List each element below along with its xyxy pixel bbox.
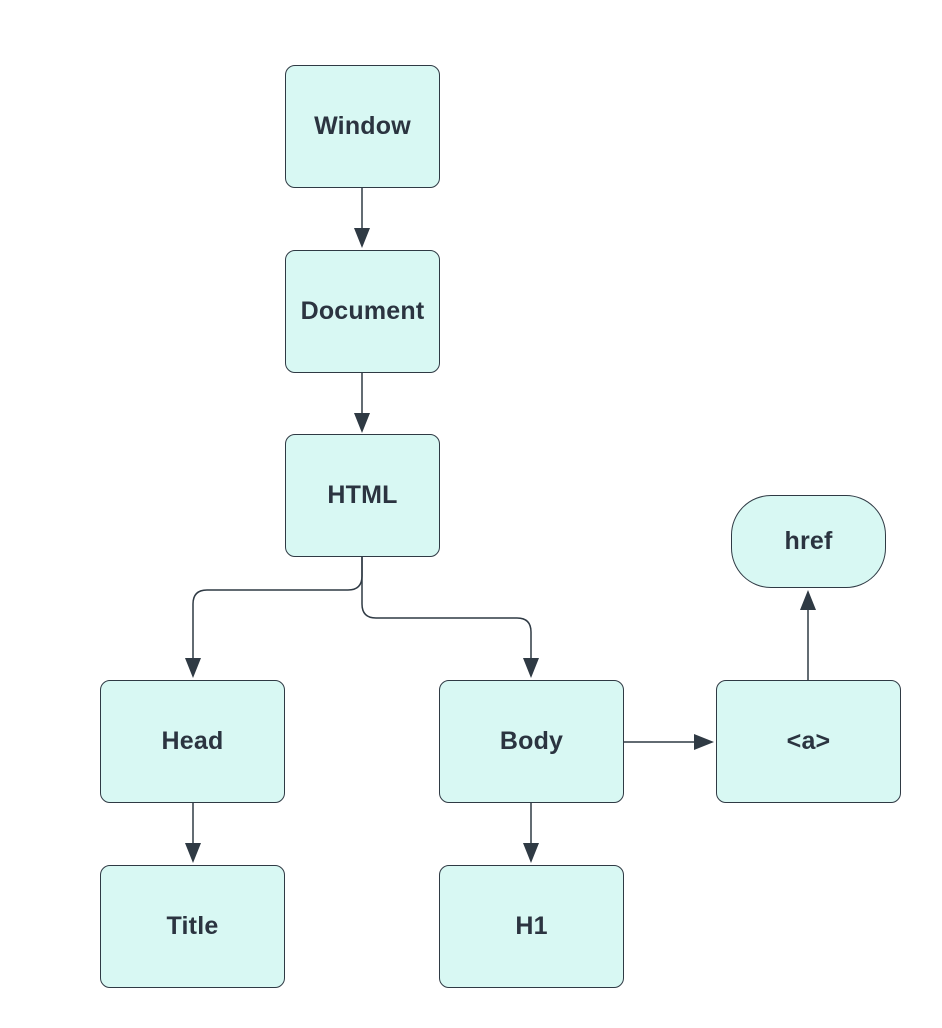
node-document-label: Document xyxy=(300,297,425,325)
edge-head-title xyxy=(185,803,201,863)
node-head-label: Head xyxy=(161,727,224,755)
node-title-label: Title xyxy=(166,912,219,940)
node-anchor-label: <a> xyxy=(786,727,831,755)
node-window: Window xyxy=(285,65,440,188)
node-body: Body xyxy=(439,680,624,803)
node-href: href xyxy=(731,495,886,588)
node-h1-label: H1 xyxy=(515,912,548,940)
node-html: HTML xyxy=(285,434,440,557)
node-h1: H1 xyxy=(439,865,624,988)
edge-html-head xyxy=(185,557,363,678)
node-href-label: href xyxy=(784,527,833,555)
node-head: Head xyxy=(100,680,285,803)
node-document: Document xyxy=(285,250,440,373)
node-html-label: HTML xyxy=(327,481,398,509)
edge-body-a xyxy=(624,734,714,750)
edge-body-h1 xyxy=(523,803,539,863)
edge-document-html xyxy=(354,373,370,433)
node-anchor: <a> xyxy=(716,680,901,803)
node-body-label: Body xyxy=(499,727,564,755)
node-window-label: Window xyxy=(314,112,411,140)
edge-a-href xyxy=(800,590,816,680)
edge-html-body xyxy=(361,557,539,678)
node-title: Title xyxy=(100,865,285,988)
edge-window-document xyxy=(354,188,370,248)
